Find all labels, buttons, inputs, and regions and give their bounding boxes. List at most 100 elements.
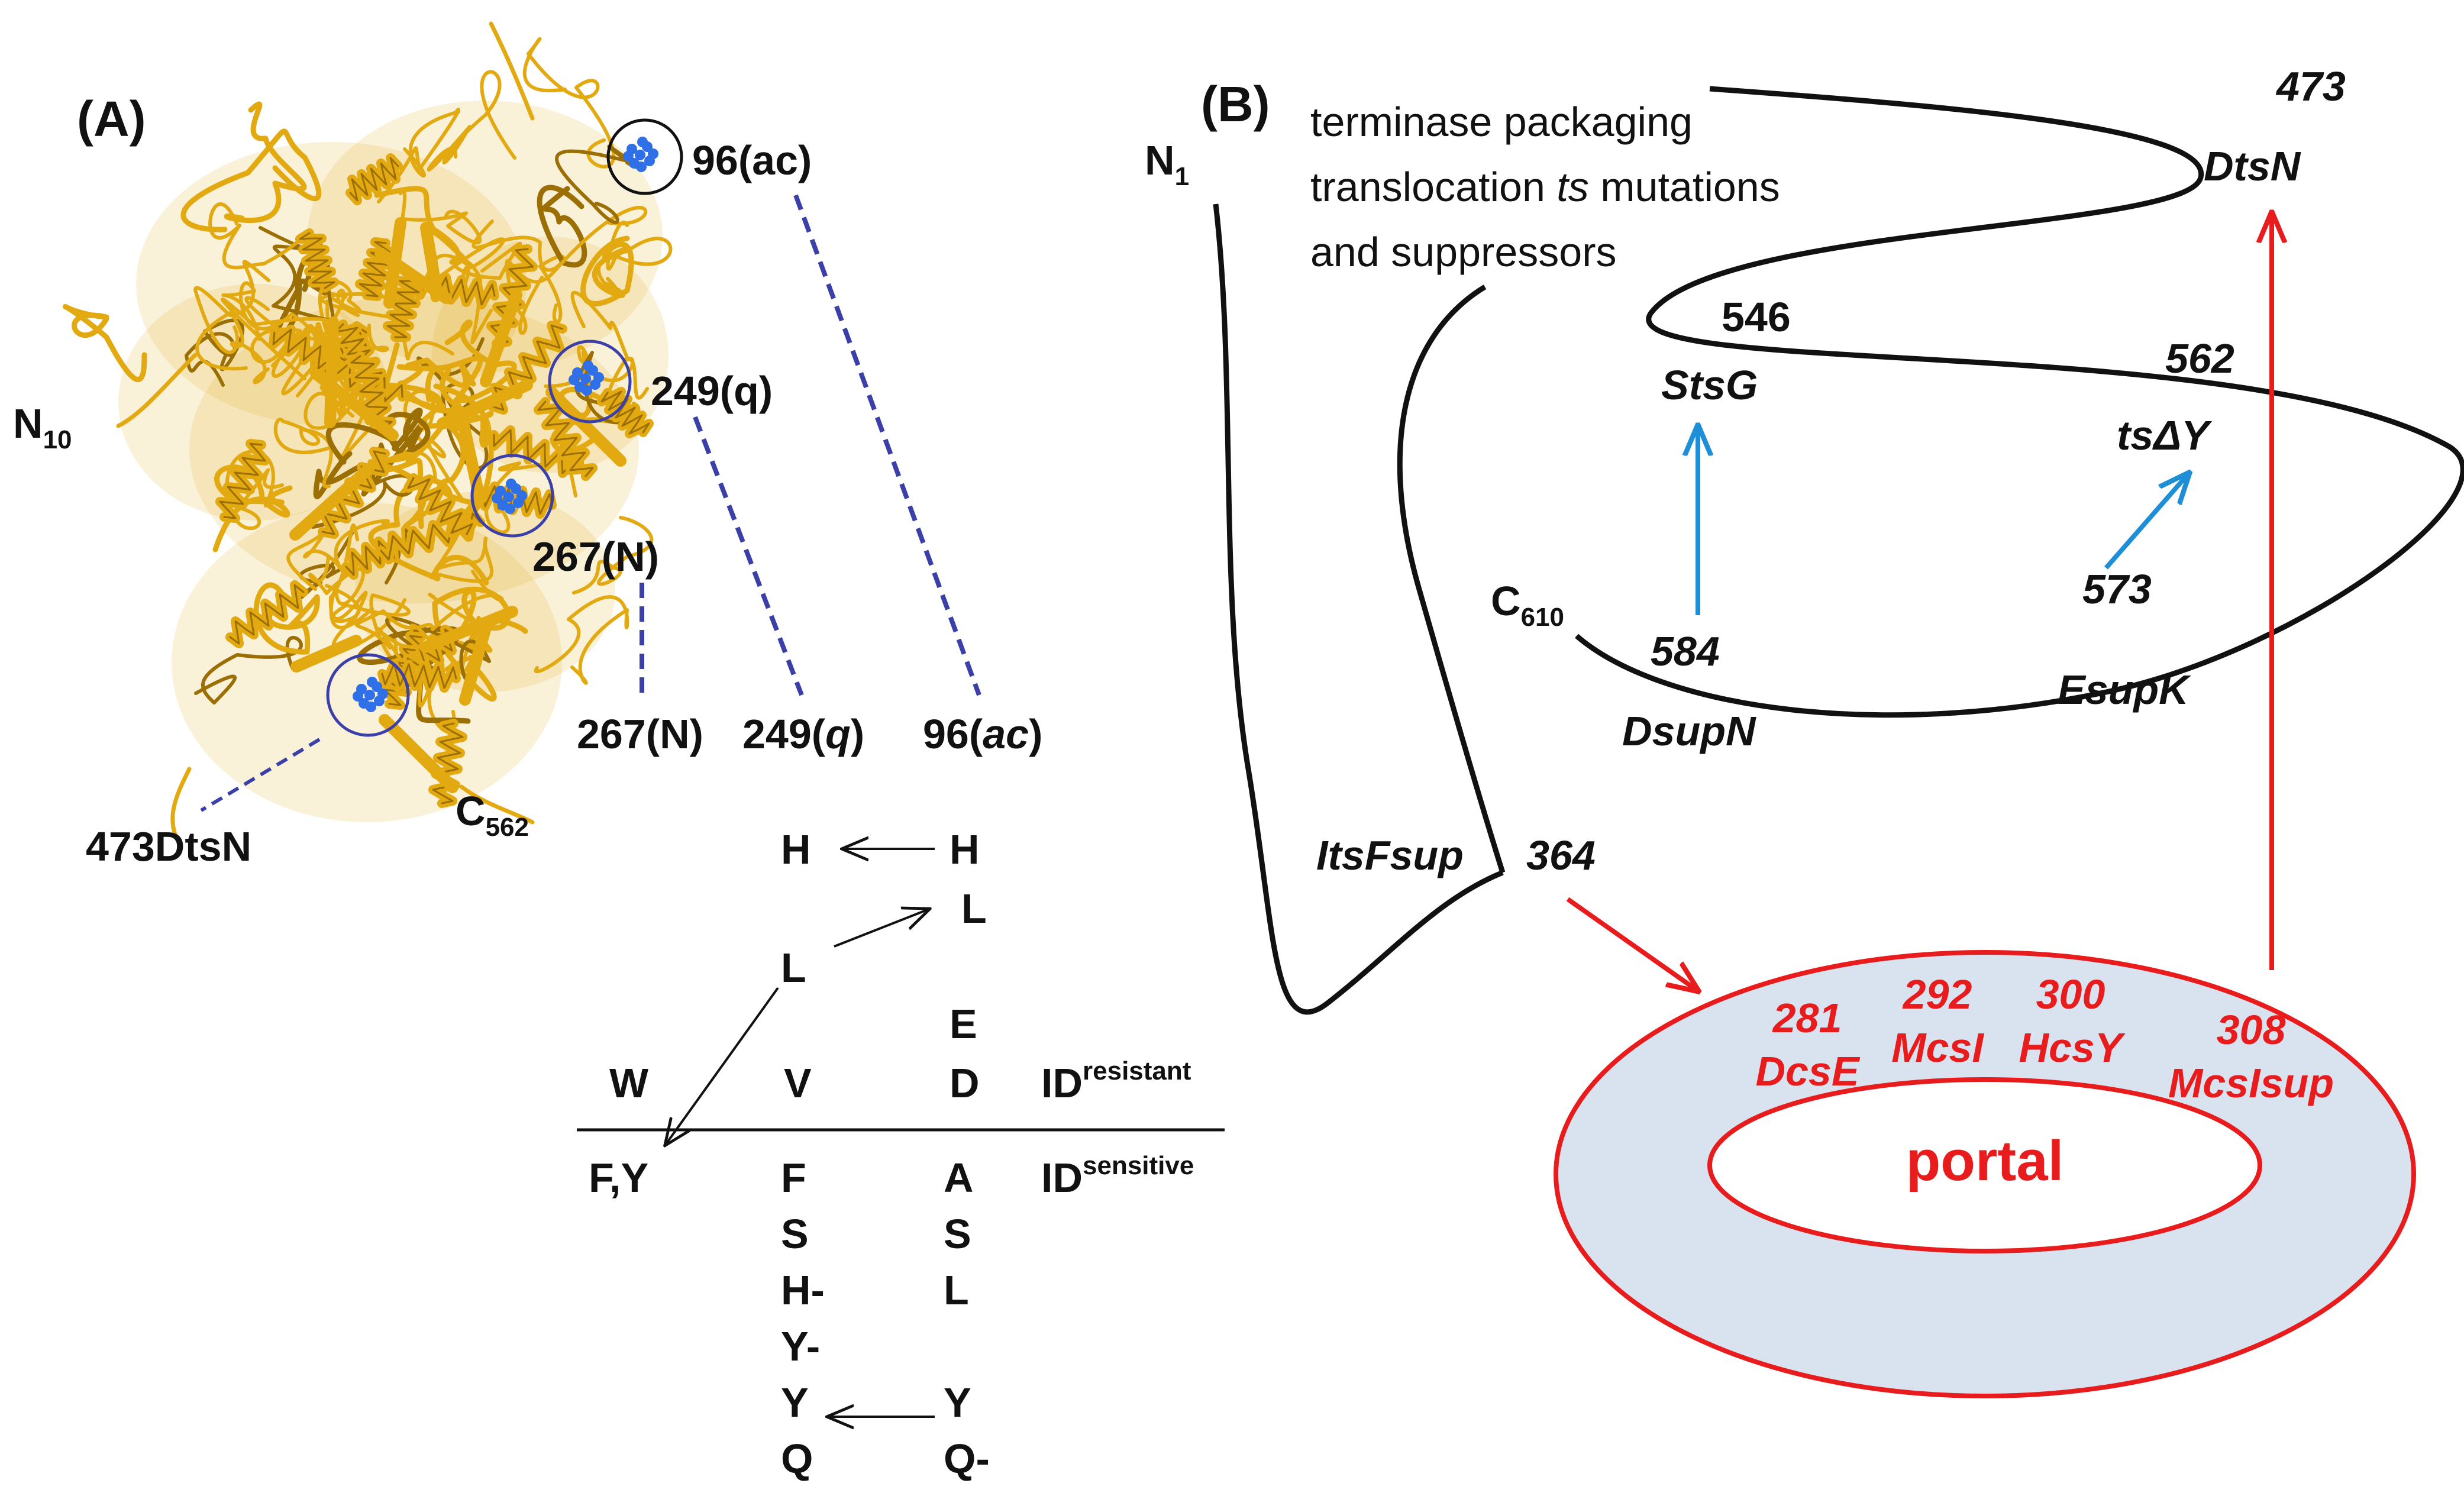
site-b-584-number: 584 bbox=[1651, 628, 1720, 674]
caption-line-3: and suppressors bbox=[1310, 229, 1617, 275]
ribbon-coil-62 bbox=[354, 570, 504, 650]
panel-b-label: (B) bbox=[1201, 76, 1270, 132]
site-473-circle bbox=[326, 653, 410, 737]
site-b-473: 473 DtsN bbox=[2204, 63, 2346, 189]
atom-3-8 bbox=[366, 702, 376, 712]
site-b-573-number: 573 bbox=[2082, 566, 2152, 612]
site-b-546: 546 StsG bbox=[1661, 294, 1791, 408]
site-b-546-name: StsG bbox=[1661, 362, 1758, 408]
atom-0-0 bbox=[635, 150, 645, 160]
ribbon-helix-edge-3 bbox=[432, 722, 464, 804]
atom-2-6 bbox=[492, 493, 502, 503]
resistant-267: W bbox=[609, 1060, 648, 1106]
ribbon-coil-68 bbox=[414, 237, 505, 300]
ribbon-helix-edge-5 bbox=[600, 390, 650, 435]
ribbon-strand-9 bbox=[289, 463, 374, 541]
sensitive-96-5: Q- bbox=[944, 1436, 990, 1482]
sub-249-row3: L bbox=[781, 945, 806, 991]
site-267N-atoms bbox=[492, 479, 527, 514]
ribbon-helix-edge-0 bbox=[299, 232, 335, 289]
resistant-249: V bbox=[784, 1060, 812, 1106]
site-249q-label: 249(q) bbox=[651, 368, 773, 414]
sensitive-249-0: F bbox=[781, 1155, 806, 1201]
ribbon-tail-3 bbox=[489, 21, 535, 121]
atom-3-7 bbox=[377, 689, 388, 699]
ribbon-helix-edge-12 bbox=[491, 324, 564, 411]
arrow-364-to-portal bbox=[1566, 897, 1698, 991]
site-b-562-number: 562 bbox=[2165, 335, 2234, 382]
column-header-249q: 249(q) bbox=[742, 711, 864, 757]
sensitive-249-5: Q bbox=[781, 1436, 813, 1482]
atom-1-7 bbox=[593, 372, 604, 383]
site-96ac-label: 96(ac) bbox=[692, 137, 812, 183]
ribbon-tail-1 bbox=[170, 767, 192, 842]
ribbon-tail-2 bbox=[459, 784, 535, 825]
ribbon-coil-57 bbox=[580, 235, 634, 306]
portal-label: portal bbox=[1906, 1129, 2064, 1193]
panel-a-n-terminus: N10 bbox=[13, 400, 72, 454]
atom-1-0 bbox=[580, 373, 591, 384]
ribbon-coil-39 bbox=[212, 464, 293, 552]
atom-3-5 bbox=[367, 677, 377, 687]
ribbon-coil-16 bbox=[400, 389, 465, 503]
site-249q-atoms bbox=[569, 360, 604, 396]
ribbon-coil-12 bbox=[433, 356, 492, 448]
ribbon-helix-edge-17 bbox=[229, 584, 305, 645]
sub-96-row2: L bbox=[961, 886, 987, 932]
atom-2-5 bbox=[506, 479, 516, 489]
site-473-label: 473DtsN bbox=[86, 823, 251, 870]
ribbon-strand-5 bbox=[437, 379, 533, 429]
ribbon-helix-edge-2 bbox=[493, 429, 580, 474]
ribbon-coil-21 bbox=[405, 319, 517, 413]
id-sensitive-label: IDsensitive bbox=[1041, 1151, 1194, 1201]
portal-site-300-number: 300 bbox=[2036, 971, 2105, 1017]
column-header-267N: 267(N) bbox=[577, 711, 703, 757]
ribbon-coil-52 bbox=[429, 515, 494, 583]
sensitive-96-0: A bbox=[944, 1155, 974, 1201]
protein-structure-image bbox=[63, 21, 673, 842]
atom-2-7 bbox=[516, 490, 527, 501]
ribbon-coil-10 bbox=[194, 635, 303, 705]
id-resistant-label: IDresistant bbox=[1041, 1056, 1191, 1106]
ribbon-coil-63 bbox=[224, 101, 307, 224]
ribbon-coil-31 bbox=[286, 519, 390, 591]
site-b-573: 573 EsupK bbox=[2058, 566, 2191, 713]
arrow-573-to-562 bbox=[2104, 473, 2189, 570]
site-b-546-number: 546 bbox=[1722, 294, 1791, 340]
sensitive-249-3: Y- bbox=[781, 1323, 820, 1369]
ribbon-strand-1 bbox=[480, 289, 522, 387]
ribbon-strand-12 bbox=[545, 386, 627, 467]
ribbon-strand-8 bbox=[420, 222, 443, 300]
ribbon-coil-28 bbox=[230, 260, 270, 384]
atom-2-0 bbox=[503, 492, 514, 502]
sensitive-249-4: Y bbox=[781, 1379, 809, 1426]
site-b-473-name: DtsN bbox=[2204, 143, 2301, 189]
arrow-l-to-l bbox=[834, 909, 929, 948]
site-b-364-name: ItsFsup bbox=[1316, 832, 1464, 878]
ribbon-coil-15 bbox=[537, 185, 587, 268]
site-249q-circle bbox=[548, 340, 632, 424]
sub-249-row1: H bbox=[781, 826, 811, 873]
atom-0-5 bbox=[637, 137, 648, 147]
sub-96-row1: H bbox=[950, 826, 980, 873]
ribbon-strand-13 bbox=[459, 620, 492, 706]
site-473-leader bbox=[200, 738, 321, 812]
ribbon-coil-34 bbox=[572, 516, 654, 594]
portal-site-300-name: HcsY bbox=[2019, 1025, 2125, 1071]
atom-0-7 bbox=[648, 148, 658, 159]
connector-249q bbox=[693, 416, 804, 696]
sub-96-row4: E bbox=[950, 1001, 977, 1047]
site-b-573-name: EsupK bbox=[2058, 667, 2191, 713]
panel-b-c-terminus: C610 bbox=[1491, 578, 1564, 632]
panel-a: (A) N10 C562 96(ac) 249(q) 267(N) bbox=[13, 21, 1225, 1482]
ribbon-coil-41 bbox=[534, 595, 629, 685]
portal-site-292-number: 292 bbox=[1902, 971, 1972, 1017]
ribbon-strand-3 bbox=[379, 714, 458, 793]
site-96ac-atoms bbox=[623, 137, 658, 172]
ribbon-strand-6 bbox=[419, 606, 518, 653]
atom-3-0 bbox=[364, 690, 375, 700]
ribbon-tail-0 bbox=[116, 353, 198, 428]
atom-1-6 bbox=[569, 374, 579, 385]
ribbon-helix-edge-23 bbox=[321, 450, 386, 535]
